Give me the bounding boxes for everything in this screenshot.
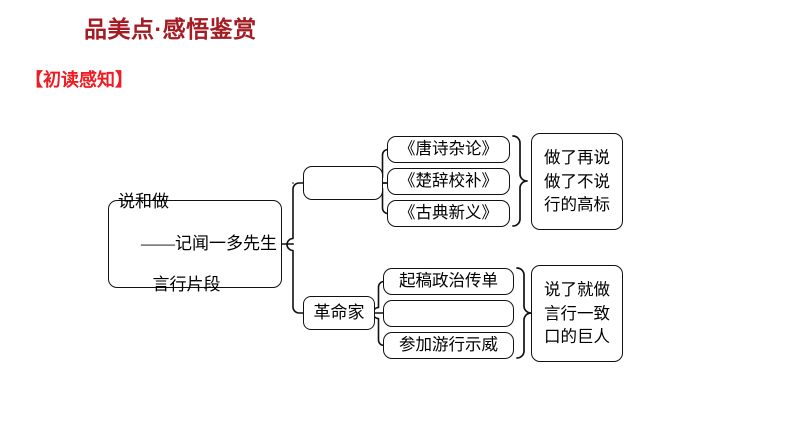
node-work-3[interactable]: 《古典新义》	[387, 200, 510, 227]
node-action-2[interactable]	[383, 300, 514, 327]
node-root[interactable]: 说和做 ——记闻一多先生 言行片段	[108, 192, 282, 294]
node-work-2[interactable]: 《楚辞校补》	[387, 168, 510, 195]
brace-top	[512, 135, 528, 227]
node-action-3[interactable]: 参加游行示威	[383, 332, 514, 359]
section-label: 【初读感知】	[25, 70, 133, 90]
page-title: 品美点·感悟鉴赏	[84, 16, 257, 42]
node-summary-revolutionary[interactable]: 说了就做 言行一致 口的巨人	[531, 265, 623, 362]
node-revolutionary[interactable]: 革命家	[303, 296, 375, 330]
node-root-line-2: ——记闻一多先生	[141, 233, 277, 253]
node-scholar[interactable]	[303, 166, 383, 200]
node-summary-scholar[interactable]: 做了再说 做了不说 行的高标	[531, 133, 623, 230]
node-work-1[interactable]: 《唐诗杂论》	[387, 136, 510, 163]
node-root-text: 说和做 ——记闻一多先生 言行片段	[118, 171, 277, 316]
node-action-1[interactable]: 起稿政治传单	[383, 268, 514, 295]
node-root-line-3: 言行片段	[152, 275, 221, 295]
brace-bottom	[516, 267, 532, 359]
node-root-line-1: 说和做	[118, 192, 169, 212]
